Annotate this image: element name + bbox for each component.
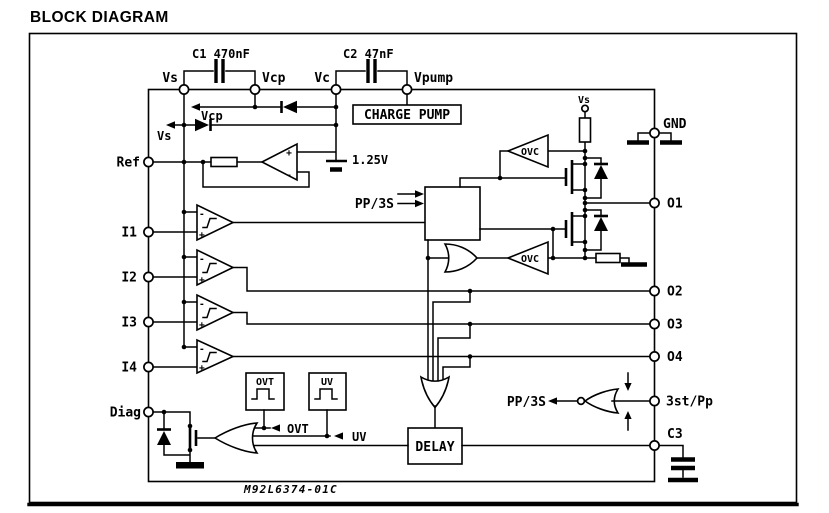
diag-circuit bbox=[152, 411, 259, 469]
left-pin-circles bbox=[143, 156, 154, 418]
or-gate-drive-icon bbox=[443, 243, 479, 273]
delay-block: DELAY bbox=[250, 427, 651, 465]
page-title: BLOCK DIAGRAM bbox=[30, 9, 169, 26]
or-gate-diag-icon bbox=[213, 422, 259, 454]
pin-i4 bbox=[143, 361, 154, 373]
pin-c3-label: C3 bbox=[667, 427, 683, 442]
comp4-minus: - bbox=[199, 344, 205, 355]
ovc-comparator-bottom: OVC bbox=[427, 239, 586, 381]
opamp-plus: + bbox=[286, 148, 292, 159]
pin-i4-label: I4 bbox=[121, 361, 137, 376]
comp1-minus: - bbox=[199, 209, 205, 220]
pp3s-output-label: PP/3S bbox=[507, 395, 546, 410]
pin-vcp-label: Vcp bbox=[262, 71, 286, 86]
opamp-minus: - bbox=[286, 170, 292, 181]
pin-o4-label: O4 bbox=[667, 350, 683, 365]
pin-vpump bbox=[401, 84, 413, 95]
ic-boundary bbox=[147, 88, 656, 483]
pin-diag-label: Diag bbox=[110, 406, 141, 421]
charge-pump-label: CHARGE PUMP bbox=[364, 108, 450, 123]
output-dmos-chain: Vs bbox=[479, 95, 651, 267]
delay-label: DELAY bbox=[415, 440, 454, 455]
mosfet-lowside bbox=[479, 212, 586, 259]
pin-c3 bbox=[649, 440, 660, 451]
comp4-plus: + bbox=[199, 363, 205, 374]
pin-diag bbox=[143, 406, 154, 418]
logic-block: PP/3S bbox=[355, 186, 481, 241]
body-diode-bottom bbox=[584, 209, 608, 251]
sense-resistor bbox=[584, 252, 647, 267]
capacitor-c3 bbox=[658, 444, 698, 483]
pulldown-arrow-icon bbox=[624, 411, 632, 419]
comp1-plus: + bbox=[199, 230, 205, 241]
or-gate-fault-icon bbox=[419, 375, 451, 409]
charge-pump-block: CHARGE PUMP bbox=[352, 93, 462, 125]
pin-i2-label: I2 bbox=[121, 271, 137, 286]
vs-signal-label: Vs bbox=[157, 129, 171, 143]
right-pin-circles bbox=[649, 127, 660, 451]
comp2-plus: + bbox=[199, 275, 205, 286]
pin-o3-label: O3 bbox=[667, 318, 683, 333]
pin-i1-label: I1 bbox=[121, 226, 137, 241]
pullup-resistor bbox=[578, 117, 592, 143]
ovc-comparator-top: OVC bbox=[459, 133, 586, 188]
pin-vcp bbox=[249, 84, 261, 95]
uv-box-label: UV bbox=[321, 377, 333, 388]
pin-vs-label: Vs bbox=[162, 71, 178, 86]
ovt-box-label: OVT bbox=[256, 377, 274, 388]
comparator-i1: - + bbox=[152, 203, 426, 242]
tristate-gate: PP/3S bbox=[507, 372, 651, 431]
vs-supply-terminal bbox=[580, 104, 590, 113]
capacitor-c2-label: C2 47nF bbox=[343, 47, 394, 61]
pin-o4 bbox=[649, 351, 660, 362]
pin-o2 bbox=[649, 285, 660, 297]
pin-ref-label: Ref bbox=[117, 156, 140, 171]
body-diode-top bbox=[584, 157, 608, 199]
pin-i1 bbox=[143, 226, 154, 238]
pin-o1-label: O1 bbox=[667, 197, 683, 212]
pin-3stpp bbox=[649, 395, 660, 407]
vcp-signal-label: Vcp bbox=[201, 109, 223, 123]
fault-or-gate bbox=[419, 290, 471, 429]
pp3s-input-label: PP/3S bbox=[355, 197, 394, 212]
pin-i3 bbox=[143, 316, 154, 328]
ovt-monitor: OVT OVT bbox=[245, 372, 309, 436]
ovc-top-label: OVC bbox=[521, 147, 539, 158]
vs-supply-label: Vs bbox=[578, 95, 590, 106]
top-pin-circles bbox=[178, 84, 413, 95]
pin-ref bbox=[143, 156, 154, 168]
pin-i2 bbox=[143, 271, 154, 283]
junction-dots bbox=[161, 104, 588, 453]
comp2-minus: - bbox=[199, 254, 205, 265]
chip-marking: M92L6374-01C bbox=[243, 483, 338, 496]
pullup-arrow-icon bbox=[624, 383, 632, 391]
ground-bar-icon bbox=[176, 462, 204, 469]
capacitor-c1-label: C1 470nF bbox=[192, 47, 250, 61]
pin-3stpp-label: 3st/Pp bbox=[666, 395, 713, 410]
pin-vs bbox=[178, 84, 190, 95]
uv-signal-label: UV bbox=[352, 430, 366, 444]
comp3-minus: - bbox=[199, 299, 205, 310]
ovt-signal-label: OVT bbox=[287, 422, 309, 436]
pin-vpump-label: Vpump bbox=[414, 71, 453, 86]
capacitor-c2: C2 47nF bbox=[335, 47, 408, 95]
diag-diode-icon bbox=[157, 431, 171, 445]
inverter-bubble-icon bbox=[576, 396, 586, 406]
gnd-pin-group bbox=[627, 132, 682, 145]
ovc-bottom-label: OVC bbox=[521, 254, 539, 265]
pin-gnd bbox=[649, 127, 660, 139]
comp3-plus: + bbox=[199, 320, 205, 331]
pin-i3-label: I3 bbox=[121, 316, 137, 331]
pin-o3 bbox=[649, 318, 660, 330]
pin-o2-label: O2 bbox=[667, 285, 683, 300]
pin-vc-label: Vc bbox=[314, 71, 330, 86]
reference-voltage-label: 1.25V bbox=[352, 153, 388, 167]
pin-vc bbox=[330, 84, 342, 95]
uv-monitor: UV UV bbox=[250, 372, 366, 444]
pin-o1 bbox=[649, 197, 660, 209]
pin-gnd-label: GND bbox=[663, 117, 687, 132]
